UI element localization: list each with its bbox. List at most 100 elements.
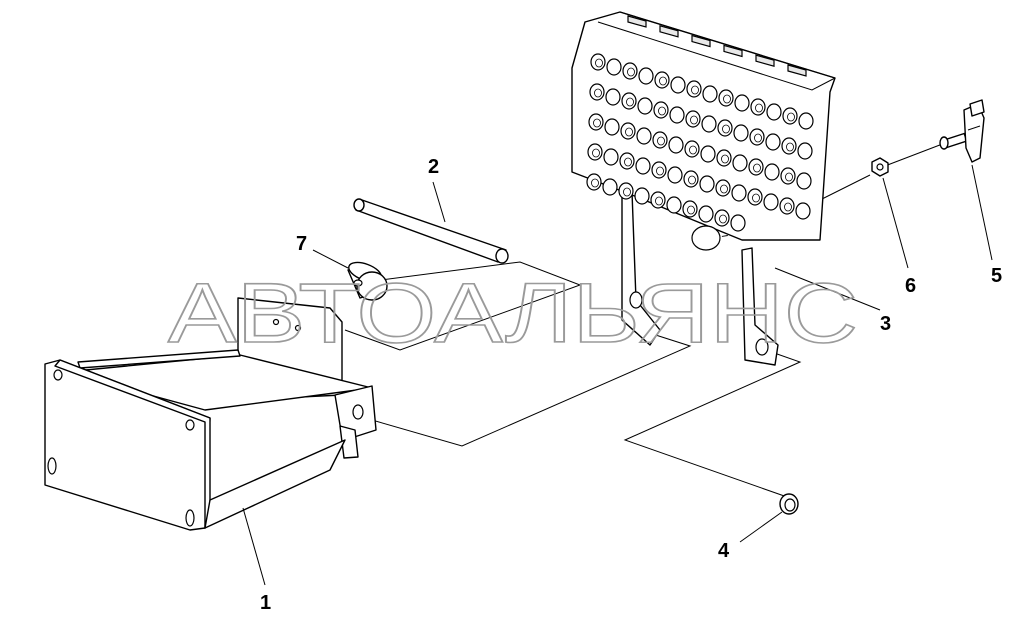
edge-tab bbox=[755, 54, 775, 67]
perforation-hole bbox=[618, 182, 634, 200]
perforation-hole bbox=[748, 158, 764, 176]
perforation-hole bbox=[604, 118, 620, 136]
perforation-hole-rim bbox=[656, 166, 664, 176]
part-2-pin bbox=[353, 198, 509, 264]
perforation-hole bbox=[589, 83, 605, 101]
perforation-hole-rim bbox=[689, 145, 697, 155]
perforation-hole bbox=[796, 172, 812, 190]
perforation-hole bbox=[667, 166, 683, 184]
edge-tab bbox=[627, 15, 647, 28]
perforation-hole bbox=[636, 127, 652, 145]
perforation-hole bbox=[586, 173, 602, 191]
part-6-nut bbox=[871, 157, 889, 177]
perforation-hole-rim bbox=[655, 196, 663, 206]
perforation-hole-rim bbox=[720, 184, 728, 194]
perforation-hole bbox=[650, 191, 666, 209]
perforation-hole-rim bbox=[755, 103, 763, 113]
perforation-hole bbox=[797, 142, 813, 160]
perforation-hole bbox=[764, 163, 780, 181]
perforation-hole bbox=[750, 98, 766, 116]
part-1-bracket bbox=[44, 297, 377, 531]
mounting-hole bbox=[53, 369, 63, 381]
perforation-hole bbox=[718, 89, 734, 107]
perforation-hole bbox=[698, 205, 714, 223]
perforation-hole bbox=[682, 200, 698, 218]
perforation-hole-rim bbox=[786, 142, 794, 152]
perforation-hole bbox=[747, 188, 763, 206]
perforation-hole-rim bbox=[787, 112, 795, 122]
perforation-hole-rim bbox=[688, 175, 696, 185]
perforation-hole-rim bbox=[690, 115, 698, 125]
part-7-bushing bbox=[347, 261, 388, 301]
perforation-hole bbox=[622, 62, 638, 80]
perforation-hole-rim bbox=[691, 85, 699, 95]
perforation-hole bbox=[590, 53, 606, 71]
perforation-hole bbox=[653, 101, 669, 119]
perforation-hole bbox=[686, 80, 702, 98]
perforation-hole bbox=[638, 67, 654, 85]
callout-5: 5 bbox=[991, 265, 1002, 287]
part-3-pedal-plate bbox=[571, 11, 836, 366]
perforation-hole bbox=[668, 136, 684, 154]
perforation-hole bbox=[780, 167, 796, 185]
perforation-hole bbox=[602, 178, 618, 196]
perforation-hole bbox=[685, 110, 701, 128]
perforation-hole bbox=[651, 161, 667, 179]
callout-6: 6 bbox=[905, 275, 916, 297]
perforation-hole-rim bbox=[721, 154, 729, 164]
perforation-hole bbox=[779, 197, 795, 215]
perforation-hole bbox=[766, 103, 782, 121]
perforation-hole bbox=[700, 145, 716, 163]
center-hole bbox=[691, 225, 721, 251]
perforation-hole bbox=[733, 124, 749, 142]
perforation-hole-rim bbox=[723, 94, 731, 104]
perforation-hole bbox=[749, 128, 765, 146]
perforation-hole-rim bbox=[591, 178, 599, 188]
perforation-holes bbox=[586, 53, 814, 232]
perforation-hole-rim bbox=[592, 148, 600, 158]
perforation-hole bbox=[716, 149, 732, 167]
perforation-hole-rim bbox=[623, 187, 631, 197]
mounting-hole bbox=[185, 419, 195, 431]
perforation-hole-rim bbox=[785, 172, 793, 182]
perforation-hole bbox=[666, 196, 682, 214]
perforation-hole bbox=[715, 179, 731, 197]
perforation-hole bbox=[652, 131, 668, 149]
perforation-hole-rim bbox=[595, 58, 603, 68]
part-5-clip-pin bbox=[939, 99, 985, 163]
callout-labels: 1 2 3 4 5 6 7 bbox=[260, 156, 1002, 614]
callout-1: 1 bbox=[260, 592, 271, 614]
watermark-text: АВТОАЛЬЯНС bbox=[168, 266, 858, 360]
perforation-hole bbox=[654, 71, 670, 89]
perforation-hole-rim bbox=[719, 214, 727, 224]
perforation-hole-rim bbox=[784, 202, 792, 212]
perforation-hole bbox=[717, 119, 733, 137]
perforation-hole bbox=[669, 106, 685, 124]
plate-edge-tabs bbox=[627, 15, 807, 77]
part-4-retaining-ring bbox=[779, 493, 799, 515]
perforation-hole bbox=[588, 113, 604, 131]
edge-tab bbox=[691, 34, 711, 48]
perforation-hole bbox=[795, 202, 811, 220]
edge-tab bbox=[787, 64, 807, 77]
perforation-hole-rim bbox=[627, 67, 635, 77]
perforation-hole bbox=[765, 133, 781, 151]
perforation-hole-rim bbox=[753, 163, 761, 173]
perforation-hole bbox=[635, 157, 651, 175]
perforation-hole bbox=[670, 76, 686, 94]
perforation-hole bbox=[731, 184, 747, 202]
slot-hole bbox=[185, 509, 195, 527]
perforation-hole bbox=[798, 112, 814, 130]
perforation-hole-rim bbox=[722, 124, 730, 134]
slot-hole bbox=[47, 457, 57, 475]
perforation-hole-rim bbox=[752, 193, 760, 203]
perforation-hole-rim bbox=[658, 106, 666, 116]
perforation-hole bbox=[782, 107, 798, 125]
perforation-hole bbox=[730, 214, 746, 232]
callout-3: 3 bbox=[880, 313, 891, 335]
perforation-hole-rim bbox=[593, 118, 601, 128]
perforation-hole bbox=[603, 148, 619, 166]
perforation-hole-rim bbox=[687, 205, 695, 215]
callout-4: 4 bbox=[718, 540, 730, 562]
